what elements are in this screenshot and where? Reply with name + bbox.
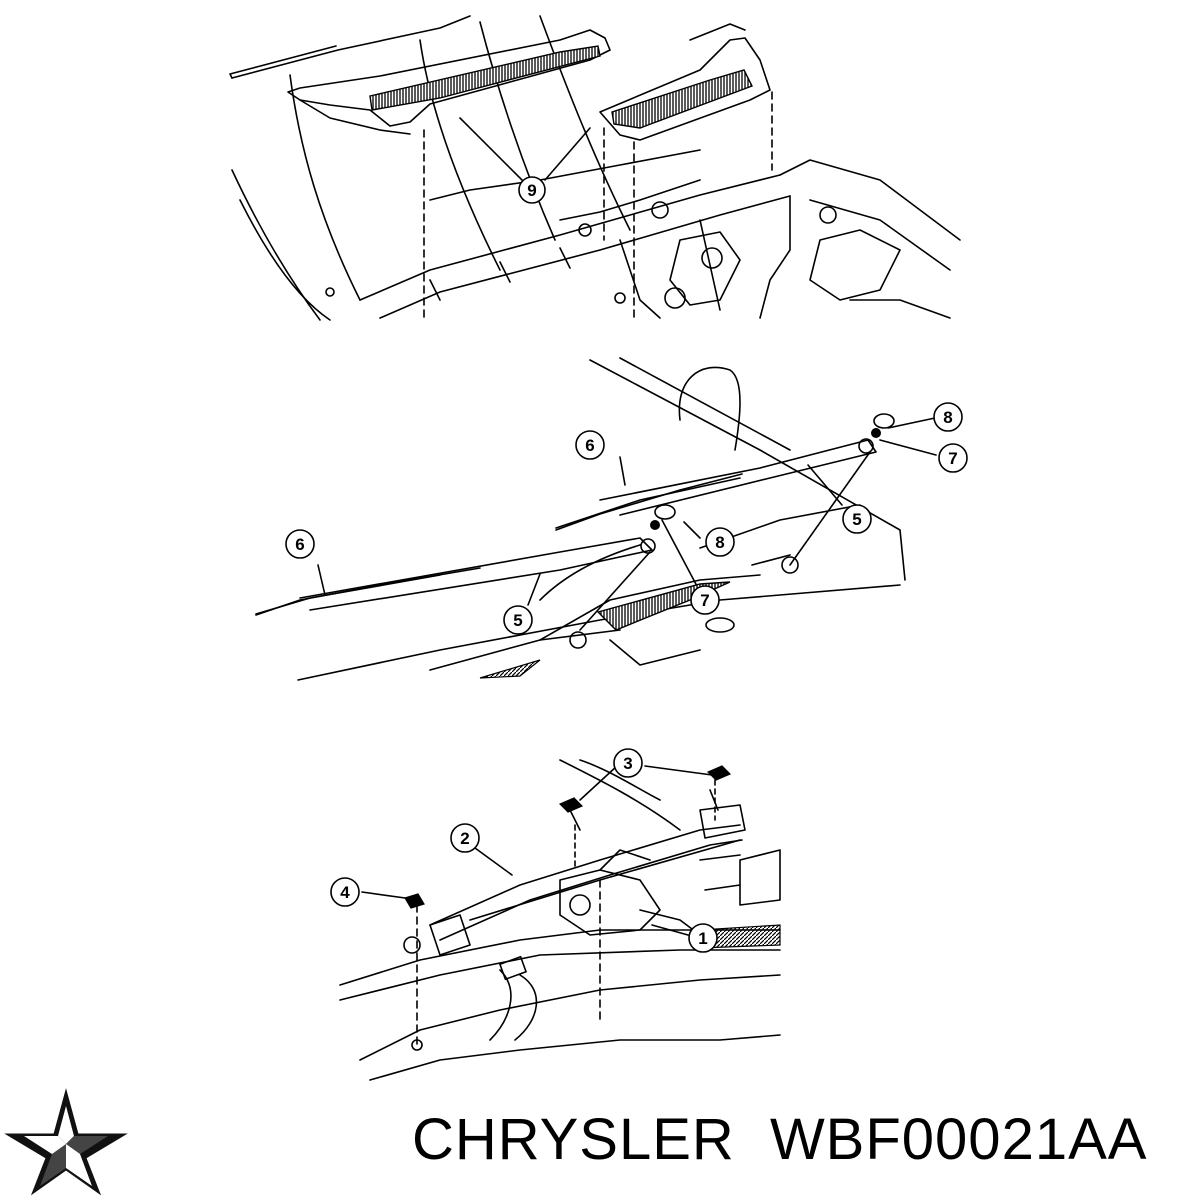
wiper-arm-nut-icon xyxy=(650,520,660,530)
callout-label: 6 xyxy=(295,535,304,554)
callout-3: 3 xyxy=(613,748,643,778)
left-cowl-vent-grille xyxy=(369,45,601,111)
callout-5-right: 5 xyxy=(842,504,872,534)
callout-8-left: 8 xyxy=(705,527,735,557)
callout-2: 2 xyxy=(450,823,480,853)
cowl-vent-grille-lower xyxy=(479,659,541,679)
pentastar-logo-icon xyxy=(4,1088,128,1196)
callout-7-right: 7 xyxy=(938,443,968,473)
callout-6-left: 6 xyxy=(285,529,315,559)
callout-label: 5 xyxy=(852,510,861,529)
callout-7-left: 7 xyxy=(690,585,720,615)
callout-label: 8 xyxy=(943,408,952,427)
part-number: WBF00021AA xyxy=(769,1107,1148,1172)
callout-label: 8 xyxy=(715,533,724,552)
callout-label: 5 xyxy=(513,611,522,630)
callout-label: 6 xyxy=(585,436,594,455)
brand-name: CHRYSLER xyxy=(412,1107,735,1172)
callout-8-right: 8 xyxy=(933,402,963,432)
wiper-linkage-illustration xyxy=(339,759,781,1081)
callout-label: 2 xyxy=(460,829,469,848)
callout-1: 1 xyxy=(688,923,718,953)
wiper-arm-nut-icon xyxy=(871,428,881,438)
cowl-assembly-illustration xyxy=(229,15,961,321)
mounting-bolt-icon xyxy=(706,765,732,781)
callout-label: 7 xyxy=(948,449,957,468)
wiper-arm-illustration xyxy=(255,357,937,681)
mounting-bolt-icon xyxy=(558,797,584,813)
right-cowl-vent-grille xyxy=(611,69,753,129)
callout-label: 7 xyxy=(700,591,709,610)
wiper-arm-cap-icon xyxy=(873,413,895,429)
callout-5-left: 5 xyxy=(503,605,533,635)
mounting-nut-icon xyxy=(404,893,425,909)
part-caption: CHRYSLER WBF00021AA xyxy=(412,1100,1192,1180)
callout-label: 1 xyxy=(698,929,707,948)
callout-6-right: 6 xyxy=(575,430,605,460)
callout-label: 4 xyxy=(340,883,350,902)
wiper-arm-cap-icon xyxy=(654,504,676,520)
callout-label: 9 xyxy=(527,181,536,200)
callout-4: 4 xyxy=(330,877,360,907)
callout-label: 3 xyxy=(623,754,632,773)
callout-9: 9 xyxy=(518,176,546,204)
